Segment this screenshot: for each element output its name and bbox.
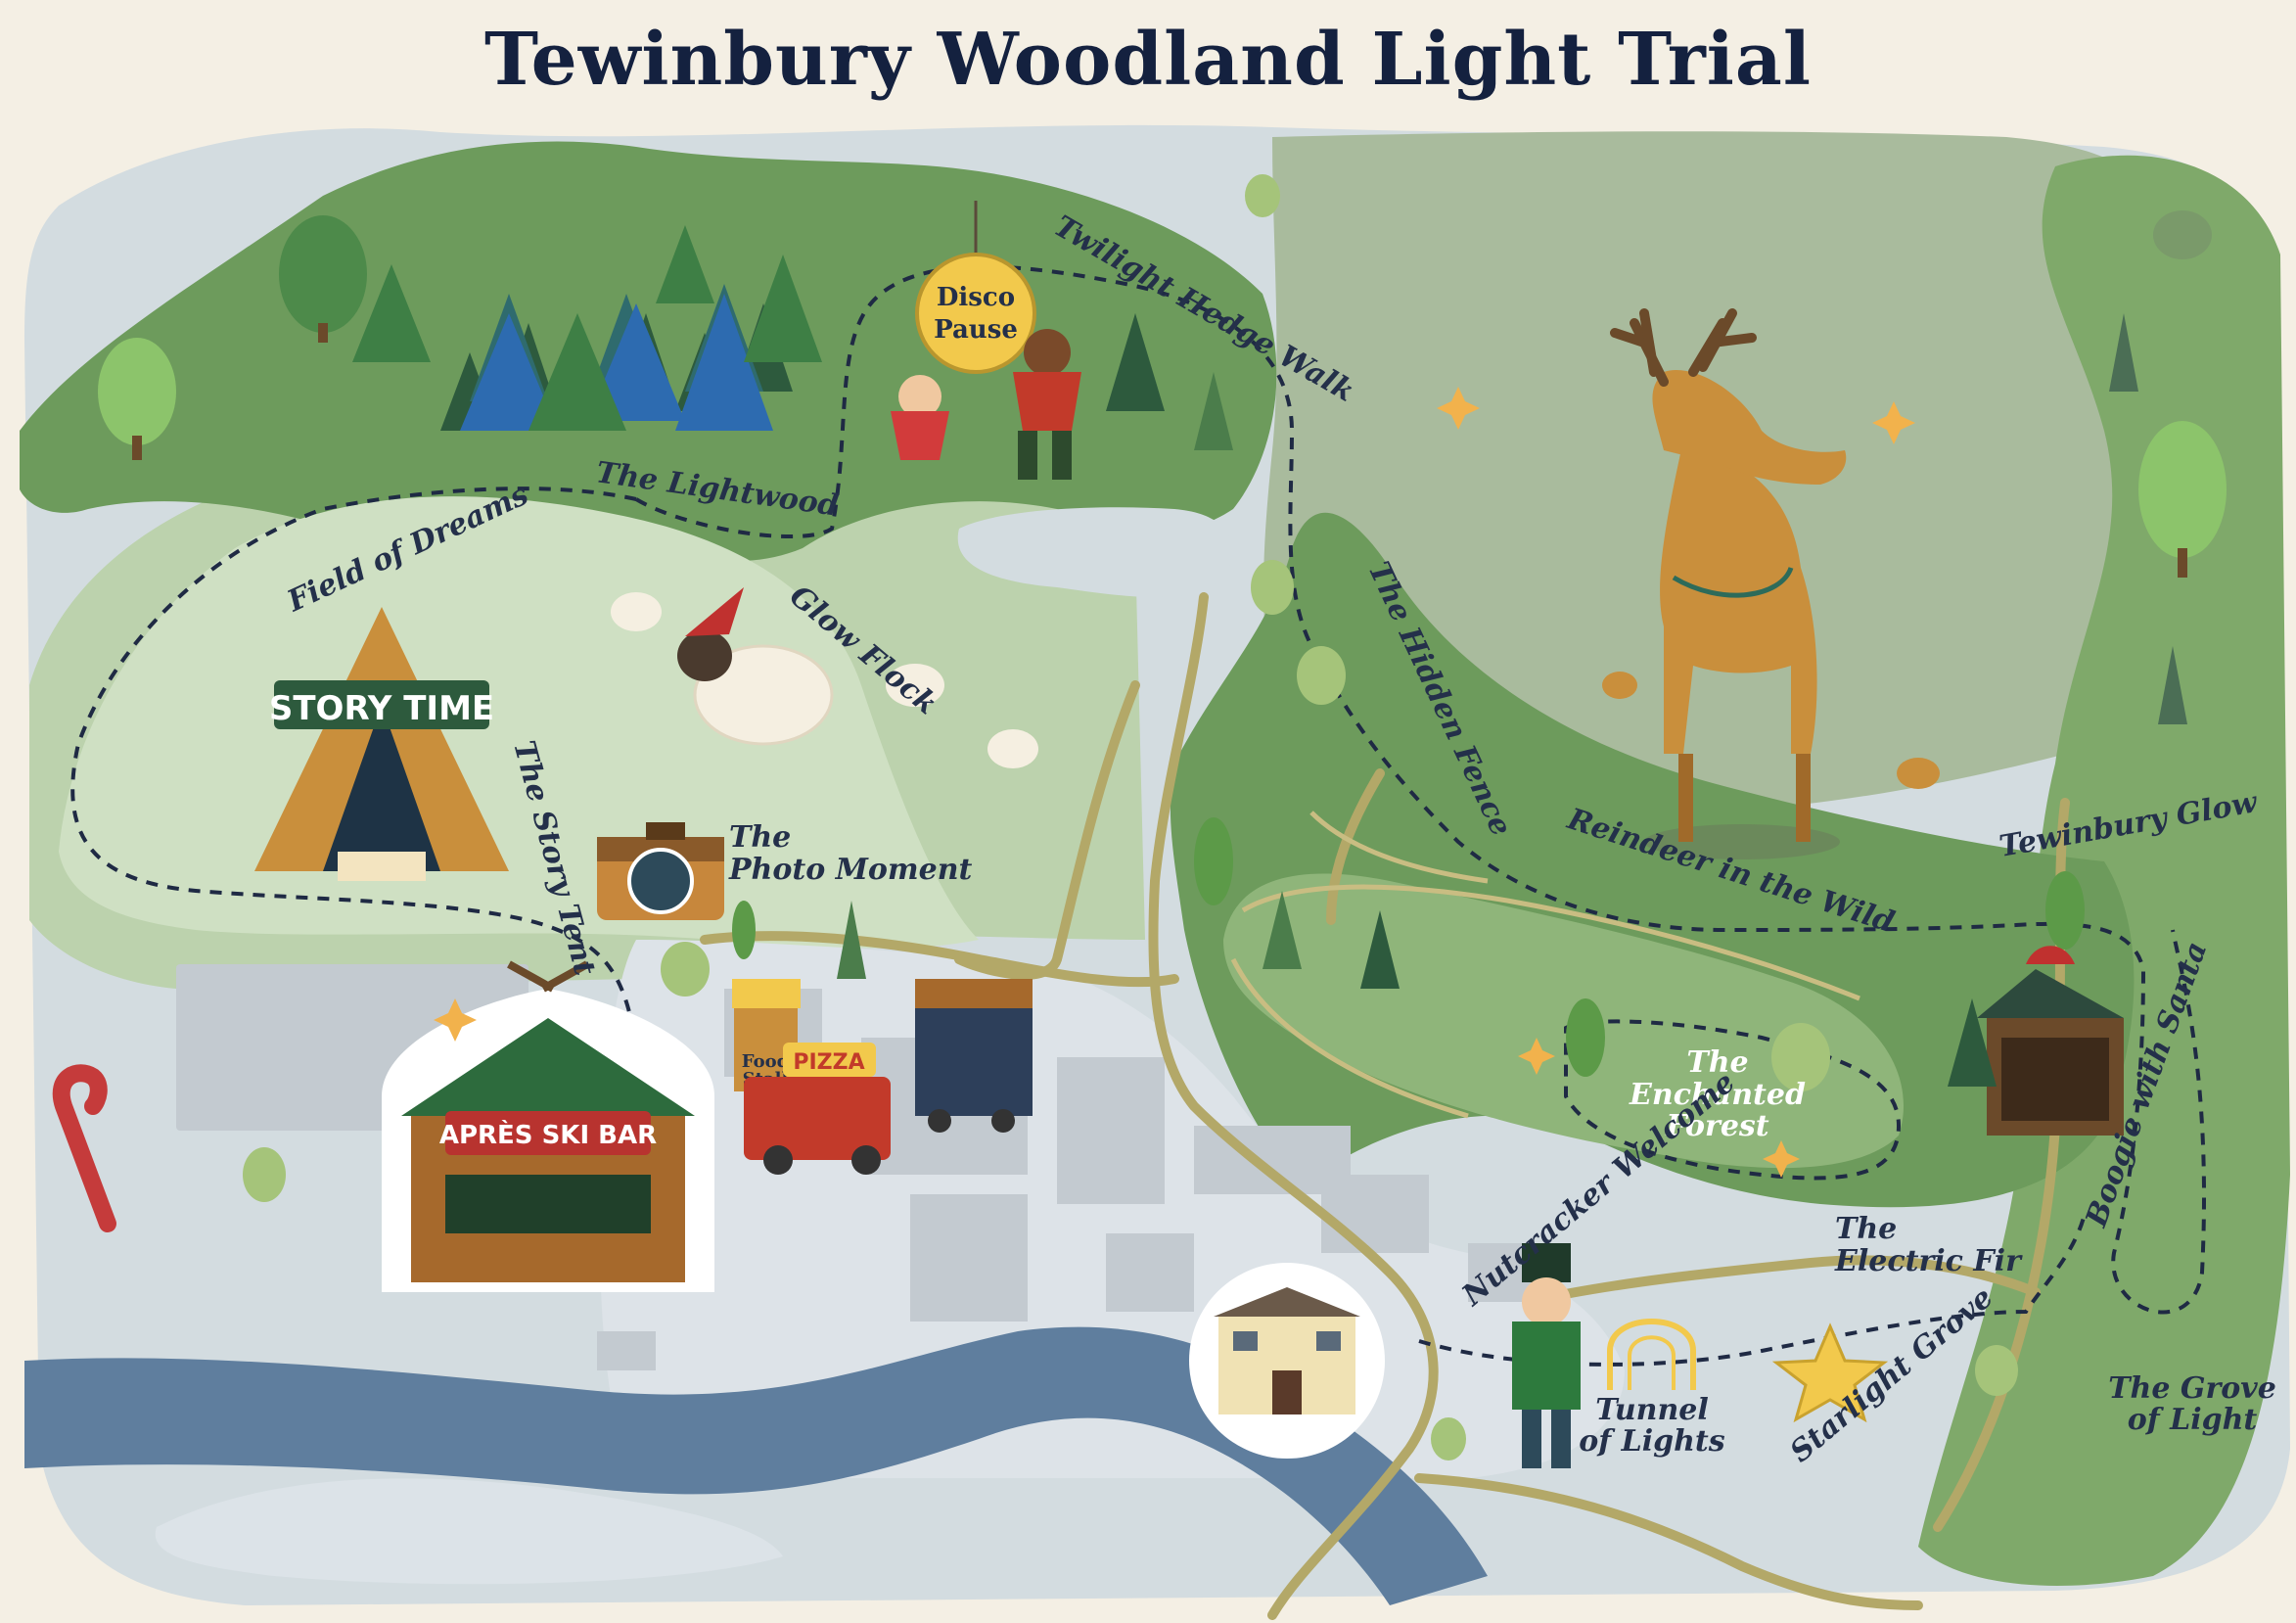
map-title: Tewinbury Woodland Light Trial — [484, 18, 1812, 102]
santa-gazebo-icon[interactable] — [1948, 946, 2124, 1136]
dancers-icon — [891, 329, 1081, 480]
candy-cane-icon — [52, 1064, 116, 1232]
disco-label-line1: Disco — [937, 283, 1015, 312]
minor-paths — [1230, 811, 1860, 1119]
label-grove-of-light-line2: of Light — [2128, 1403, 2258, 1437]
disco-label-line2: Pause — [934, 315, 1018, 345]
label-enchanted-line1: The — [1686, 1045, 1748, 1080]
label-electric-fir-line1: The — [1835, 1212, 1897, 1246]
river-inner-island — [155, 1478, 783, 1585]
food-stalls-icon[interactable]: Food Stall PIZZA — [732, 979, 1033, 1175]
sparkle-icons — [434, 387, 1915, 1178]
story-time-sign: STORY TIME — [269, 689, 494, 728]
label-photo-moment-line2: Photo Moment — [728, 853, 973, 887]
forest-trees — [98, 174, 2227, 1461]
apres-ski-sign: APRÈS SKI BAR — [439, 1119, 657, 1150]
label-tunnel-line2: of Lights — [1579, 1424, 1724, 1459]
camera-icon[interactable] — [597, 822, 724, 920]
label-enchanted-line3: Forest — [1665, 1109, 1768, 1143]
story-tent-icon[interactable]: STORY TIME — [254, 607, 509, 881]
pond — [957, 507, 1233, 597]
enchanted-inner-meadow — [1223, 873, 1904, 1169]
light-trail-route — [70, 264, 2206, 1367]
starlight-star-icon — [1771, 1322, 1889, 1423]
label-photo-moment-line1: The — [729, 820, 791, 855]
reindeer-icon — [1610, 308, 1847, 859]
pizza-sign: PIZZA — [793, 1050, 864, 1075]
label-grove-of-light-line1: The Grove — [2108, 1371, 2276, 1406]
tunnel-of-lights-icon — [1607, 1319, 1696, 1390]
label-enchanted-line2: Enchanted — [1629, 1078, 1806, 1112]
manor-house-icon[interactable] — [1189, 1263, 1385, 1459]
nutcracker-icon — [1512, 1243, 1581, 1468]
disco-ball-icon[interactable]: Disco Pause — [915, 201, 1036, 374]
label-electric-fir-line2: Electric Fir — [1834, 1244, 2023, 1278]
apres-ski-bar-icon[interactable]: APRÈS SKI BAR — [382, 960, 714, 1292]
food-stall-label1: Food — [742, 1051, 790, 1072]
sheep-icon — [611, 587, 1038, 768]
small-reindeer-icons — [1602, 672, 1940, 789]
river — [24, 1326, 1488, 1605]
label-tunnel-line1: Tunnel — [1595, 1393, 1709, 1427]
